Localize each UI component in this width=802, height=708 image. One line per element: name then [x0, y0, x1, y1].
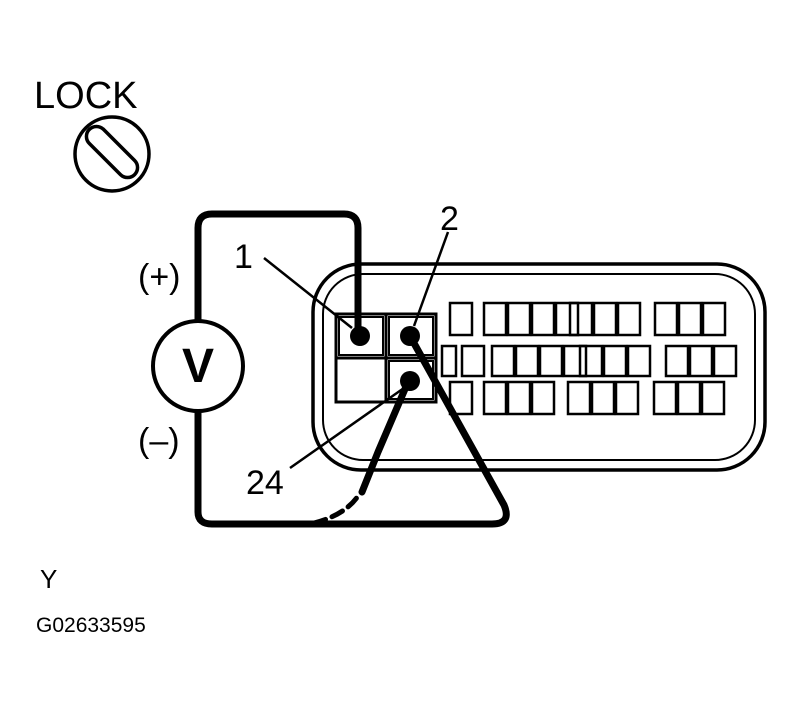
- connector-cavity: [460, 344, 486, 378]
- connector-cavity: [700, 380, 726, 416]
- positive-lead: [194, 210, 362, 340]
- connector-cavity: [566, 380, 592, 416]
- connector-cavity: [440, 344, 458, 378]
- connector-cavity: [602, 344, 628, 378]
- pin-24-contact: [400, 371, 420, 391]
- connector-cavity: [712, 344, 738, 378]
- connector-cavity: [652, 380, 678, 416]
- figure-code: G02633595: [36, 614, 146, 637]
- connector-cavity: [701, 301, 727, 337]
- negative-lead: [194, 408, 314, 528]
- connector-cavity: [554, 301, 580, 337]
- negative-label: (–): [138, 422, 180, 460]
- connector-cavity: [530, 301, 556, 337]
- connector-cavity: [538, 344, 564, 378]
- connector-icon: [311, 262, 767, 472]
- lock-label: LOCK: [34, 75, 137, 117]
- connector-cavity: [506, 380, 532, 416]
- pin24-lead: [358, 378, 412, 496]
- connector-cavity: [592, 301, 618, 337]
- connector-cavity: [616, 301, 642, 337]
- connector-cavity: [626, 344, 652, 378]
- voltmeter-icon: V: [151, 319, 245, 413]
- connector-cavity: [482, 301, 508, 337]
- connector-cavity: [664, 344, 690, 378]
- connector-cavity: [530, 380, 556, 416]
- ignition-lock-icon: [73, 115, 151, 193]
- positive-label: (+): [138, 258, 181, 296]
- connector-cavity: [568, 301, 594, 337]
- pin-2-label: 2: [440, 200, 459, 238]
- connector-cavity: [506, 301, 532, 337]
- jumper-lead: [306, 332, 510, 528]
- connector-cavity: [653, 301, 679, 337]
- connector-cavities: [440, 301, 738, 416]
- connector-cavity: [590, 380, 616, 416]
- connector-cavity: [482, 380, 508, 416]
- pin-1-label: 1: [234, 238, 253, 276]
- pin-2-contact: [400, 326, 420, 346]
- connector-cavity: [562, 344, 588, 378]
- connector-cavity: [688, 344, 714, 378]
- connector-cavity: [614, 380, 640, 416]
- connector-cavity: [578, 344, 604, 378]
- leader-lines: [263, 231, 450, 470]
- pin-1-contact: [350, 326, 370, 346]
- connector-cavity: [448, 380, 474, 416]
- connector-cavity: [677, 301, 703, 337]
- hidden-lead-section: [311, 493, 361, 526]
- connector-cavity: [514, 344, 540, 378]
- footer-letter: Y: [40, 564, 57, 594]
- pin-24-label: 24: [246, 464, 284, 502]
- voltmeter-symbol: V: [182, 340, 214, 393]
- test-leads: [194, 210, 510, 528]
- connector-cavity: [676, 380, 702, 416]
- connector-cavity: [448, 301, 474, 337]
- connector-cavity: [490, 344, 516, 378]
